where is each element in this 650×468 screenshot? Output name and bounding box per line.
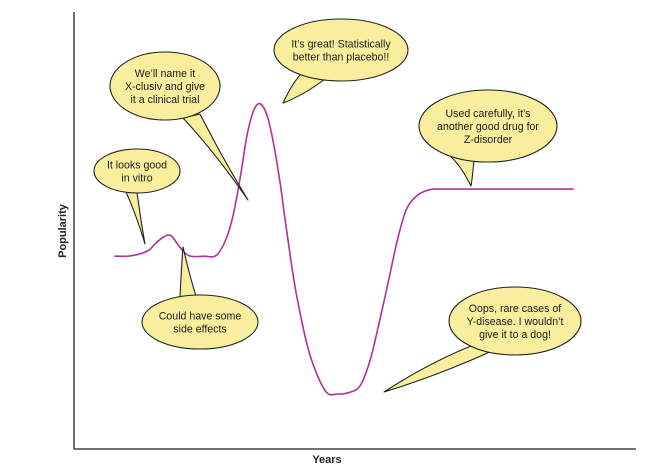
callout-text-line: Could have some bbox=[159, 311, 242, 323]
callout-fill bbox=[95, 150, 179, 192]
callout-text-line: give it to a dog! bbox=[479, 329, 551, 341]
callout-tail bbox=[124, 189, 146, 245]
series-line bbox=[114, 102, 574, 396]
callout-text-line: Oops, rare cases of bbox=[469, 303, 561, 315]
y-axis-label: Popularity bbox=[57, 203, 69, 258]
callout-tail bbox=[282, 71, 326, 104]
callout-fill bbox=[275, 20, 407, 80]
callout-bubble: Oops, rare cases ofY-disease. I wouldn’t… bbox=[383, 286, 582, 393]
axes: Years Popularity bbox=[57, 12, 636, 466]
callout-text-line: It looks good bbox=[107, 160, 167, 172]
callout-text-line: it a clinical trial bbox=[131, 94, 200, 106]
callout-tail bbox=[383, 343, 493, 393]
callout-tail bbox=[449, 155, 475, 187]
callout-fill bbox=[450, 288, 580, 354]
callout-fill bbox=[143, 296, 257, 348]
callout-fill bbox=[111, 53, 219, 119]
callout-text-line: X-clusiv and give bbox=[125, 81, 205, 93]
callout-text-line: Used carefully, it’s bbox=[446, 108, 531, 120]
series-layer bbox=[114, 102, 574, 396]
x-axis-label: Years bbox=[312, 454, 341, 466]
callout-text-line: It’s great! Statistically bbox=[291, 39, 391, 51]
callout-text-line: another good drug for bbox=[437, 121, 539, 133]
callout-text-line: in vitro bbox=[121, 173, 152, 185]
callout-tail bbox=[182, 113, 249, 201]
callout-text-line: better than placebo!! bbox=[293, 52, 390, 64]
callout-text-line: We’ll name it bbox=[135, 68, 195, 80]
callout-fill bbox=[420, 91, 556, 161]
callout-text-line: side effects bbox=[173, 324, 226, 336]
callout-text-line: Z-disorder bbox=[464, 134, 513, 146]
callout-text-line: Y-disease. I wouldn’t bbox=[467, 316, 564, 328]
callout-tail bbox=[179, 246, 197, 298]
